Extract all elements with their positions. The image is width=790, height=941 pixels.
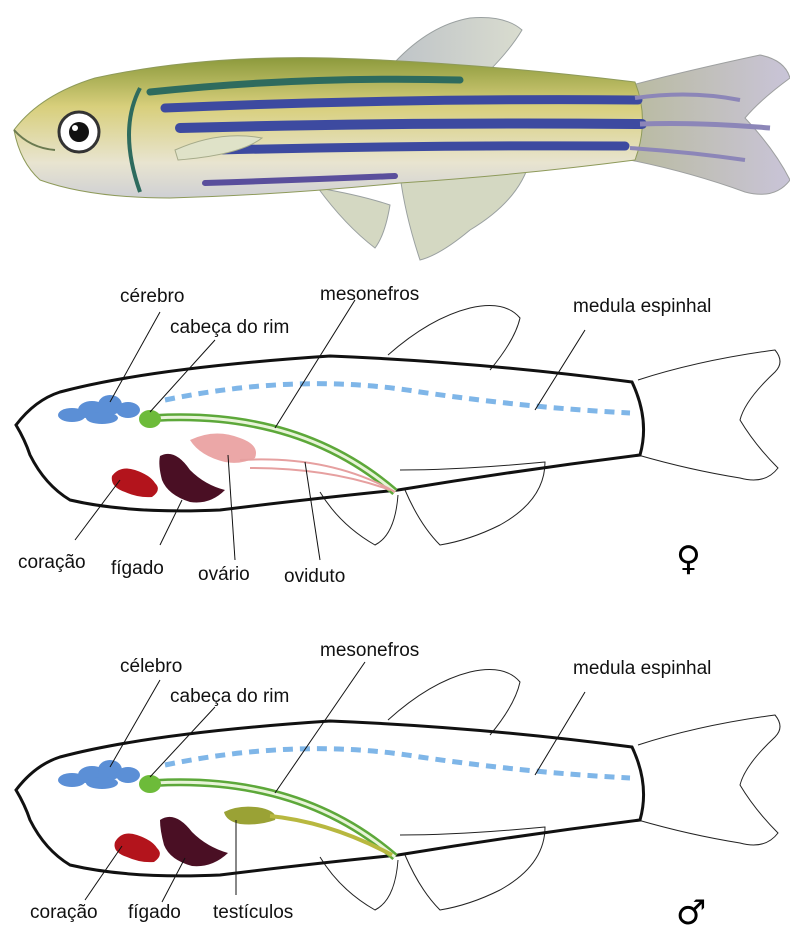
male-symbol: ♂ <box>676 893 706 933</box>
label-female-heart: coração <box>18 552 86 573</box>
male-tail-fin <box>638 715 780 845</box>
male-body-outline <box>16 721 644 876</box>
label-female-liver: fígado <box>111 558 164 579</box>
female-ovary <box>190 433 256 462</box>
label-male-spinal-cord: medula espinhal <box>573 658 711 679</box>
female-heart <box>112 468 158 497</box>
female-symbol: ♀ <box>676 539 701 579</box>
female-leader-lines <box>75 300 585 560</box>
label-female-mesonephros: mesonefros <box>320 284 419 305</box>
female-spinal-cord <box>165 384 630 413</box>
male-head-kidney <box>139 775 161 793</box>
male-spinal-cord <box>165 749 630 778</box>
female-diagram: cérebro cabeça do rim mesonefros medula … <box>16 284 780 587</box>
pelvic-fin <box>318 188 390 248</box>
female-anal-fin <box>400 462 545 545</box>
zebrafish-illustration <box>14 18 790 261</box>
label-female-head-kidney: cabeça do rim <box>170 317 289 338</box>
label-male-head-kidney: cabeça do rim <box>170 686 289 707</box>
female-tail-fin <box>638 350 780 480</box>
label-female-brain: cérebro <box>120 286 184 307</box>
male-liver <box>160 817 228 866</box>
female-brain <box>58 395 140 424</box>
female-body-outline <box>16 356 644 511</box>
male-testes <box>224 807 275 825</box>
stripe-2 <box>180 124 642 129</box>
label-male-testes: testículos <box>213 902 293 923</box>
label-male-liver: fígado <box>128 902 181 923</box>
female-pelvic-fin <box>320 492 398 545</box>
male-pelvic-fin <box>320 857 398 910</box>
label-male-mesonephros: mesonefros <box>320 640 419 661</box>
label-male-brain: célebro <box>120 656 182 677</box>
label-female-oviduct: oviduto <box>284 566 345 587</box>
label-male-heart: coração <box>30 902 98 923</box>
male-brain <box>58 760 140 789</box>
male-anal-fin <box>400 827 545 910</box>
male-diagram: célebro cabeça do rim mesonefros medula … <box>16 640 780 933</box>
label-female-ovary: ovário <box>198 564 250 585</box>
female-head-kidney <box>139 410 161 428</box>
female-liver <box>159 454 225 503</box>
label-female-spinal-cord: medula espinhal <box>573 296 711 317</box>
stripe-3 <box>220 146 625 150</box>
